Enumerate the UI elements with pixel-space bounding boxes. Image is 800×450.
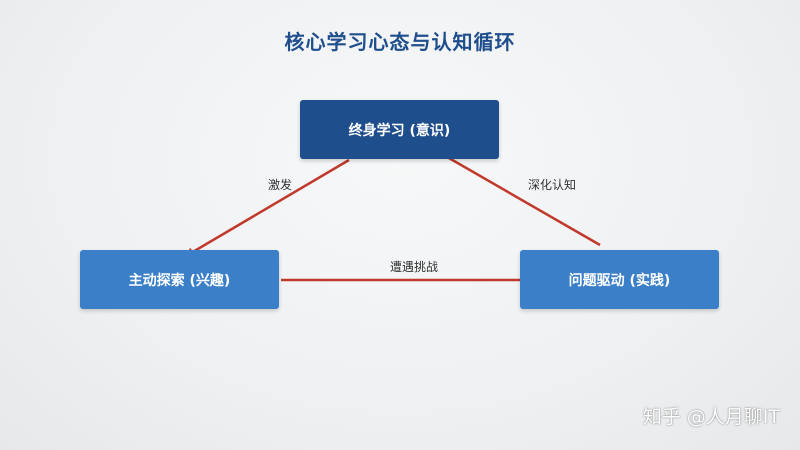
node-lifelong-learning: 终身学习 (意识)	[300, 100, 499, 159]
node-active-exploration: 主动探索 (兴趣)	[80, 250, 279, 309]
arrow-top-to-left	[184, 158, 350, 258]
watermark: 知乎 @人月聊IT	[642, 406, 780, 428]
edge-label-inspire: 激发	[268, 178, 293, 192]
arrow-right-to-top	[433, 148, 601, 247]
diagram-title: 核心学习心态与认知循环	[284, 30, 516, 54]
edge-label-challenge: 遭遇挑战	[390, 260, 439, 274]
node-problem-driven: 问题驱动 (实践)	[520, 250, 719, 309]
edge-label-deepen: 深化认知	[528, 178, 577, 192]
